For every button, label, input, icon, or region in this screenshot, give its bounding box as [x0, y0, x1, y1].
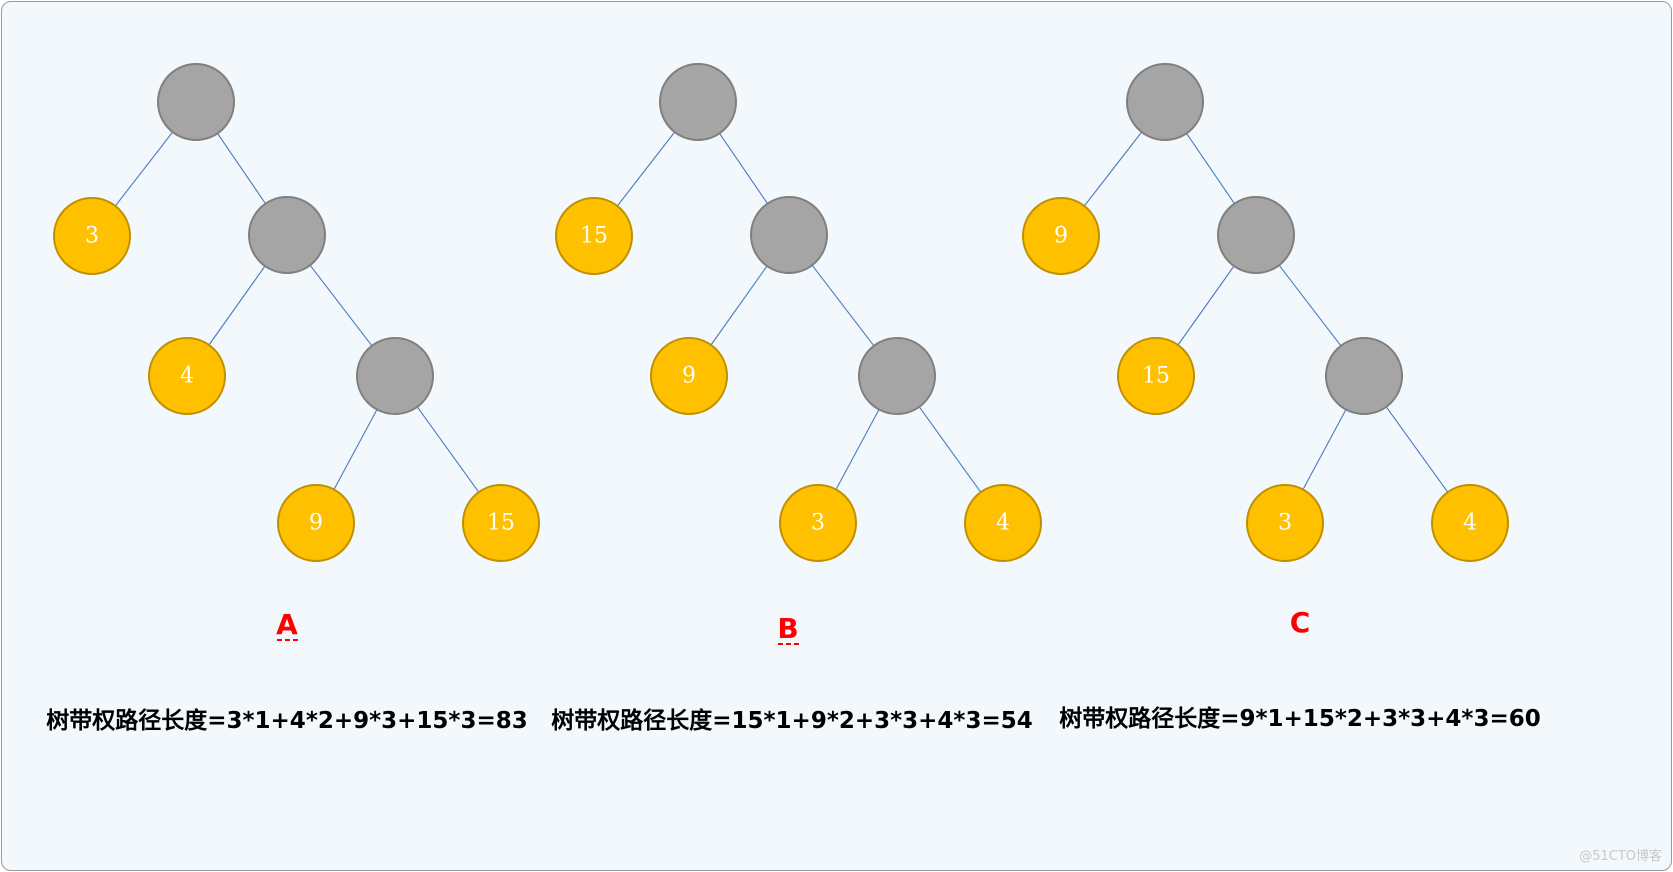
tree-a-leaf-node	[277, 484, 355, 562]
tree-a-leaf-weight: 9	[309, 511, 323, 536]
tree-b-label: B	[777, 612, 798, 645]
tree-c-leaf-node	[1246, 484, 1324, 562]
tree-b-edge	[616, 131, 676, 207]
tree-c-leaf-weight: 4	[1463, 511, 1477, 536]
tree-a-edge	[217, 133, 266, 204]
tree-c-edge	[1278, 264, 1342, 347]
tree-a-leaf-node	[462, 484, 540, 562]
tree-c-label: C	[1290, 606, 1311, 639]
tree-b-internal-node	[659, 63, 737, 141]
tree-c-wpl-formula: 树带权路径长度=9*1+15*2+3*3+4*3=60	[1059, 705, 1541, 732]
tree-c-leaf-weight: 15	[1142, 364, 1170, 389]
tree-c-edge	[1177, 265, 1235, 346]
tree-a-leaf-weight: 4	[180, 364, 194, 389]
watermark: @51CTO博客	[1579, 848, 1662, 864]
tree-b-leaf-node	[779, 484, 857, 562]
tree-a-leaf-weight: 3	[85, 224, 99, 249]
tree-c-edge	[1186, 133, 1235, 204]
tree-c-internal-node	[1325, 337, 1403, 415]
tree-a-leaf-node	[148, 337, 226, 415]
tree-c: 9 15 3 4C 树带权路径长度=9*1+15*2+3*3+4*3=60	[1022, 63, 1541, 732]
tree-c-edge	[1385, 406, 1449, 493]
tree-a-leaf-node	[53, 197, 131, 275]
tree-b-edge	[719, 133, 768, 204]
tree-a-edge	[309, 264, 373, 347]
tree-b-leaf-weight: 9	[682, 364, 696, 389]
tree-a-leaf-weight: 15	[487, 511, 515, 536]
tree-b-leaf-node	[555, 197, 633, 275]
tree-b-leaf-weight: 15	[580, 224, 608, 249]
tree-b-internal-node	[750, 196, 828, 274]
tree-b-leaf-node	[650, 337, 728, 415]
tree-b-leaf-weight: 4	[996, 511, 1010, 536]
tree-b: 15 9 3 4B 树带权路径长度=15*1+9*2+3*3+4*3=54	[551, 63, 1042, 734]
tree-a-edge	[416, 406, 480, 493]
tree-a-wpl-formula: 树带权路径长度=3*1+4*2+9*3+15*3=83	[46, 707, 528, 734]
tree-b-edge	[710, 265, 768, 346]
tree-b-internal-node	[858, 337, 936, 415]
tree-a-label: A	[276, 608, 298, 641]
tree-a-internal-node	[248, 196, 326, 274]
tree-c-leaf-node	[1022, 197, 1100, 275]
tree-a-internal-node	[157, 63, 235, 141]
tree-c-leaf-node	[1117, 337, 1195, 415]
tree-c-leaf-weight: 9	[1054, 224, 1068, 249]
tree-c-edge	[1302, 409, 1347, 490]
tree-b-edge	[918, 406, 982, 493]
tree-a-edge	[208, 265, 266, 346]
tree-c-edge	[1083, 131, 1143, 207]
tree-c-internal-node	[1126, 63, 1204, 141]
tree-c-leaf-weight: 3	[1278, 511, 1292, 536]
tree-b-leaf-weight: 3	[811, 511, 825, 536]
tree-c-leaf-node	[1431, 484, 1509, 562]
tree-a-internal-node	[356, 337, 434, 415]
tree-b-edge	[811, 264, 875, 347]
tree-a-edge	[114, 131, 174, 207]
tree-b-edge	[835, 409, 880, 490]
tree-b-wpl-formula: 树带权路径长度=15*1+9*2+3*3+4*3=54	[551, 707, 1033, 734]
tree-a-edge	[333, 409, 378, 490]
tree-b-leaf-node	[964, 484, 1042, 562]
tree-c-internal-node	[1217, 196, 1295, 274]
tree-a: 3 4 9 15A 树带权路径长度=3*1+4*2+9*3+15*3=83	[46, 63, 540, 734]
